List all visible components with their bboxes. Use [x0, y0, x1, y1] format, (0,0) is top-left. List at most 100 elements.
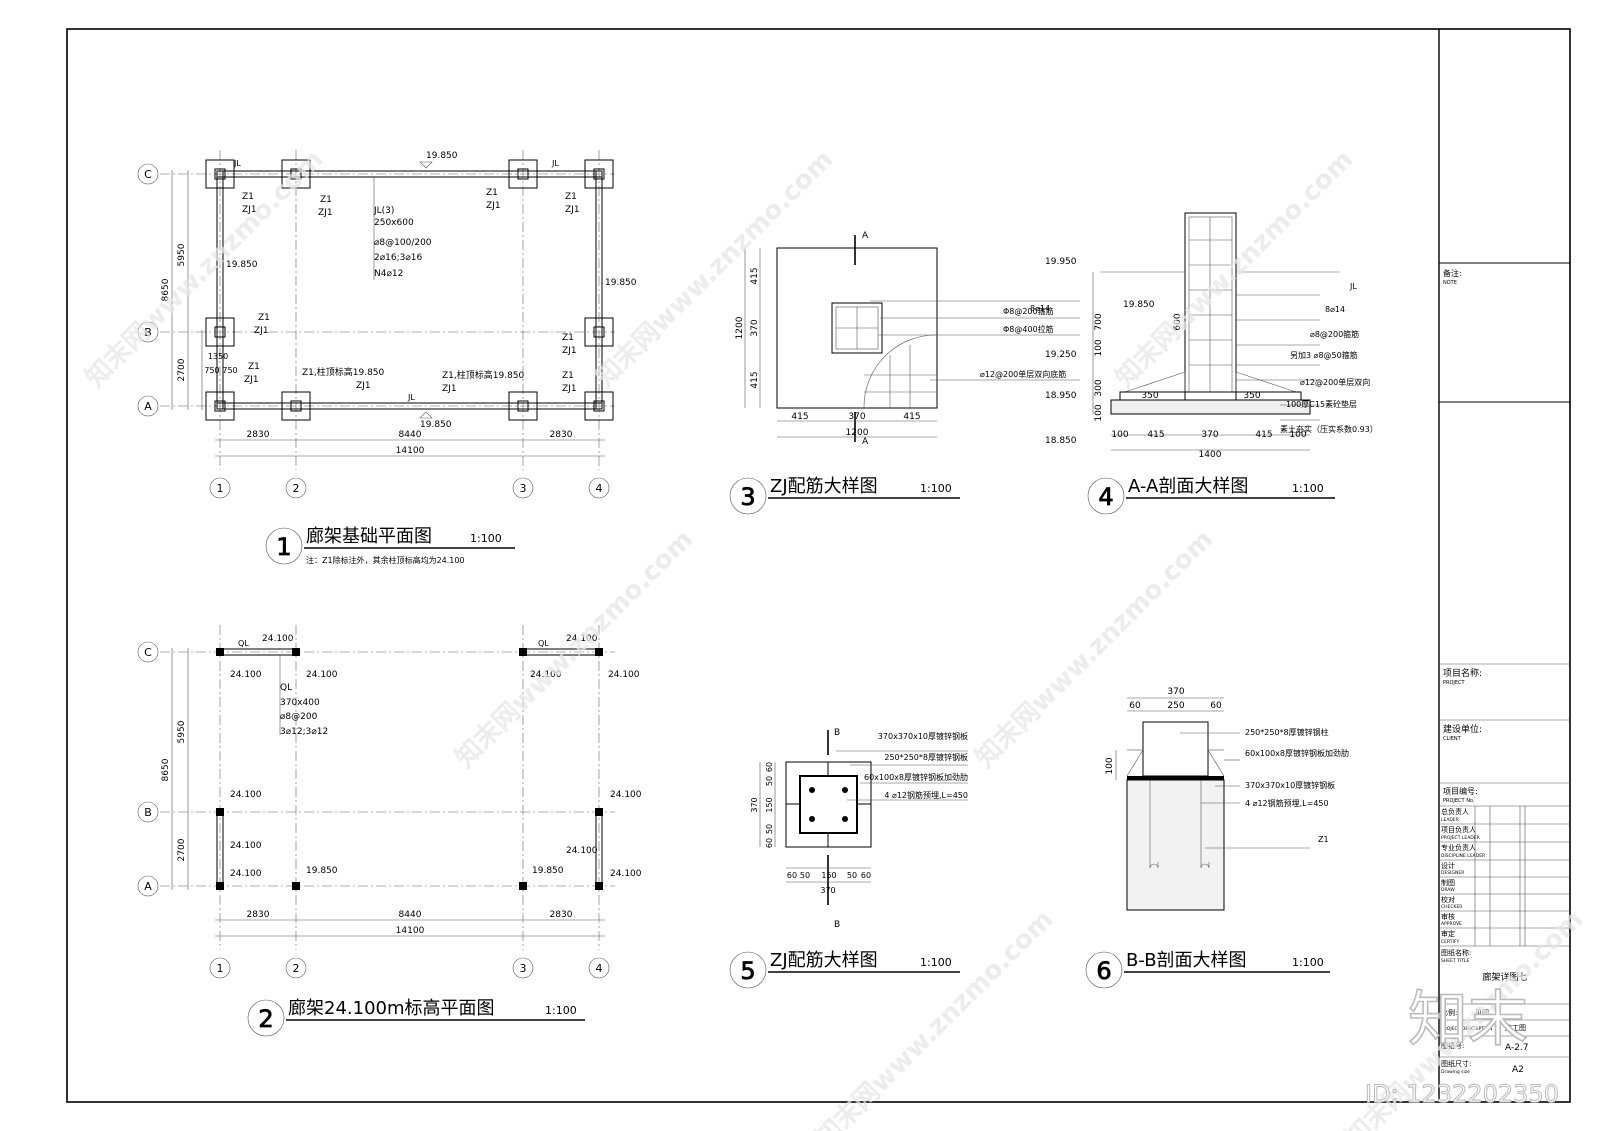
- elevation: 19.850: [1123, 300, 1155, 310]
- dimension: 150: [821, 871, 836, 880]
- section-bb: [1115, 697, 1310, 911]
- drawing-title: B-B剖面大样图: [1126, 950, 1247, 971]
- beam-label: JL: [551, 159, 559, 168]
- dimension: 370: [1201, 430, 1218, 440]
- role-label: 审核: [1441, 912, 1455, 921]
- project-label-en: PROJECT: [1443, 680, 1466, 686]
- roof-plan-text: C B A 1 2 3 4 2830 8440 2830 14100 5950 …: [144, 634, 642, 975]
- dimension: 14100: [396, 926, 425, 936]
- beam-note: 370x400: [280, 698, 320, 708]
- drawing-no-value: A-2.7: [1505, 1043, 1529, 1053]
- footing-tag: ZJ1: [254, 326, 269, 336]
- dimension: 750: [222, 366, 237, 375]
- role-label: 总负责人: [1441, 807, 1469, 816]
- elevation: 24.100: [306, 670, 338, 680]
- brand-watermark: 知末 ID: 1232202350: [1365, 984, 1560, 1108]
- watermark-text: 知末网www.znzmo.com: [810, 904, 1059, 1131]
- dimension: 750: [204, 366, 219, 375]
- title-number: 2: [258, 1005, 273, 1033]
- project-no-label-en: PROJECT No.: [1443, 798, 1475, 804]
- elevation: 24.100: [230, 841, 262, 851]
- axis-label: B: [144, 326, 152, 339]
- dimension: 60: [1129, 701, 1141, 711]
- drawing-scale: 1:100: [470, 532, 502, 545]
- beam-note: N4⌀12: [374, 269, 403, 279]
- dimension: 370: [848, 412, 865, 422]
- size-value: A2: [1512, 1065, 1524, 1075]
- footing-tag: ZJ1: [562, 346, 577, 356]
- drawing-title: 廊架基础平面图: [306, 526, 432, 547]
- elevation: 24.100: [230, 670, 262, 680]
- elevation: 24.100: [566, 634, 598, 644]
- footing-plan-detail-text: A A 415 370 415 1200 415 370 415 1200 8⌀…: [735, 231, 1066, 447]
- title-number: 6: [1096, 957, 1111, 985]
- drawing5-title: 5 ZJ配筋大样图 1:100: [729, 950, 960, 989]
- axis-label: B: [144, 806, 152, 819]
- callout: ⌀12@200单层双向: [1300, 377, 1370, 387]
- title-block: [1438, 29, 1570, 1102]
- footing-plan-detail: [744, 235, 1080, 442]
- dimension: 60: [861, 871, 871, 880]
- callout: 4 ⌀12钢筋预埋,L=450: [884, 790, 968, 800]
- watermark-text: 知末网www.znzmo.com: [450, 524, 699, 773]
- base-plate-plan-text: B B 60 50 150 50 60 370 60 50 150 50 60 …: [750, 728, 968, 930]
- dimension: 415: [1255, 430, 1272, 440]
- drawing-note: 注：Z1除标注外，其余柱顶标高均为24.100: [306, 555, 465, 565]
- title-number: 5: [740, 957, 755, 985]
- footing-tag: ZJ1: [356, 381, 371, 391]
- section-mark: B: [834, 728, 840, 738]
- dimension: 50: [765, 824, 774, 834]
- elevation: 24.100: [610, 790, 642, 800]
- dimension: 370: [750, 797, 759, 812]
- axis-label: 3: [520, 962, 527, 975]
- dimension: 60: [765, 762, 774, 772]
- callout: 100厚C15素砼垫层: [1286, 399, 1357, 409]
- role-label-en: DESIGNER: [1441, 870, 1464, 876]
- watermark: 知末网www.znzmo.com 知末网www.znzmo.com 知末网www…: [80, 144, 1589, 1131]
- column-tag: Z1: [562, 333, 574, 343]
- section-mark: A: [862, 231, 869, 241]
- drawing-title: ZJ配筋大样图: [770, 950, 878, 971]
- elevation: 19.850: [532, 866, 564, 876]
- beam-label: JL: [407, 393, 415, 402]
- callout: Φ8@200箍筋: [1003, 306, 1054, 316]
- watermark-text: 知末网www.znzmo.com: [80, 144, 329, 393]
- dimension: 2700: [177, 358, 187, 381]
- watermark-text: 知末网www.znzmo.com: [590, 144, 839, 393]
- footing-tag: ZJ1: [318, 208, 333, 218]
- elevation: 19.850: [605, 278, 637, 288]
- axis-label: 4: [596, 962, 603, 975]
- dimension: 5950: [177, 720, 187, 743]
- callout: 370x370x10厚镀锌钢板: [878, 731, 968, 741]
- callout: 60x100x8厚镀锌钢板加劲肋: [864, 772, 968, 782]
- section-aa-text: 19.950 19.850 19.250 18.950 18.850 700 6…: [1045, 257, 1378, 460]
- callout: 370x370x10厚镀锌钢板: [1245, 780, 1335, 790]
- drawing4-title: 4 A-A剖面大样图 1:100: [1087, 476, 1335, 515]
- elevation: 19.950: [1045, 257, 1077, 267]
- beam-label: QL: [238, 639, 249, 648]
- title-number: 3: [740, 483, 755, 511]
- callout: 8⌀14: [1325, 305, 1345, 314]
- dimension: 8440: [399, 430, 422, 440]
- column-tag: Z1: [248, 362, 260, 372]
- dimension: 50: [765, 776, 774, 786]
- sheet-title-label-en: SHEET TITLE: [1441, 958, 1469, 964]
- dimension: 2830: [550, 430, 573, 440]
- drawing-scale: 1:100: [920, 956, 952, 969]
- role-label-en: CERTIFY: [1441, 939, 1459, 945]
- role-label-en: DISCIPLINE LEADER: [1441, 853, 1485, 859]
- dimension: 370: [750, 319, 760, 336]
- role-label: 项目负责人: [1441, 825, 1476, 834]
- dimension: 700: [1094, 313, 1104, 330]
- sheet-title-label: 图纸名称:: [1441, 948, 1471, 957]
- axis-label: 2: [293, 962, 300, 975]
- column-tag: Z1: [565, 192, 577, 202]
- role-label: 制图: [1441, 878, 1455, 887]
- callout: Φ8@400拉筋: [1003, 324, 1054, 334]
- drawing1-title: 1 廊架基础平面图 1:100 注：Z1除标注外，其余柱顶标高均为24.100: [265, 526, 515, 565]
- dimension: 1400: [1199, 450, 1222, 460]
- beam-note: ⌀8@100/200: [374, 238, 432, 248]
- drawing-title: 廊架24.100m标高平面图: [288, 998, 495, 1019]
- column-tag: Z1: [486, 188, 498, 198]
- dimension: 2830: [247, 910, 270, 920]
